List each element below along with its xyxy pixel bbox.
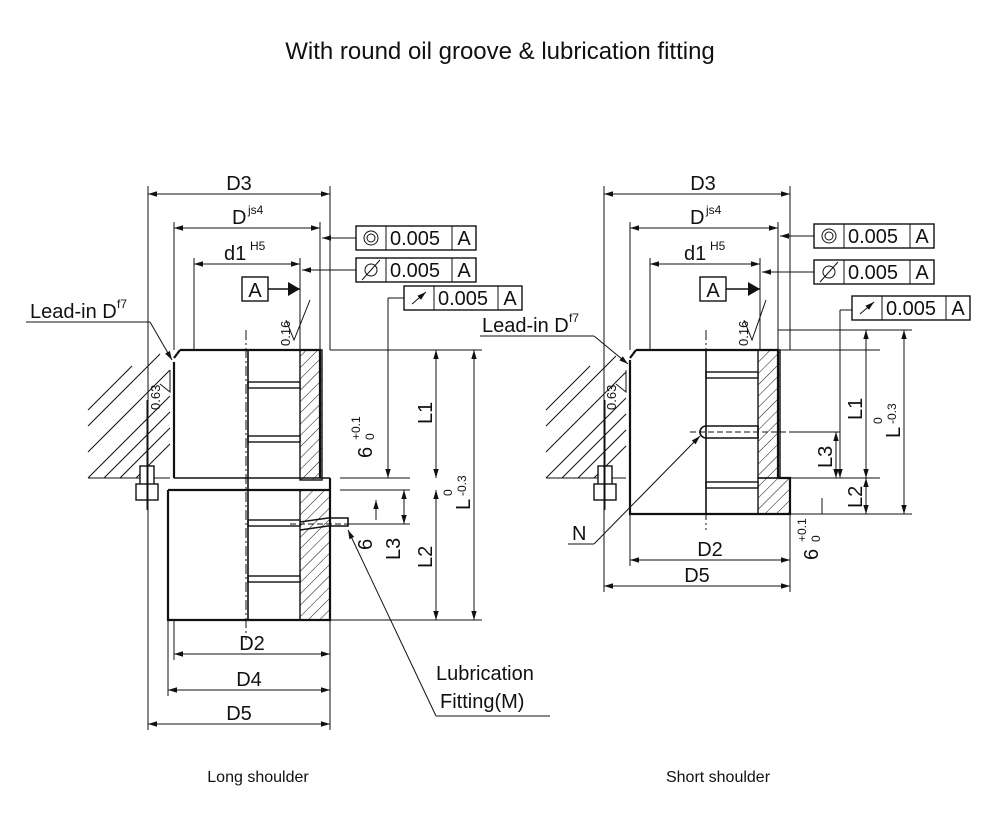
fcf-datum: A	[503, 288, 517, 310]
dim-L3-left: L3	[383, 538, 405, 560]
dim-L1-left: L1	[415, 402, 437, 424]
left-labels: D3 D js4 d1 H5 A Lead-in D f7 0.16 0.63 …	[30, 173, 534, 786]
dim-D2-right: D2	[697, 539, 723, 561]
dim-N: N	[572, 523, 586, 545]
fcf-datum: A	[915, 262, 929, 284]
dim-d1-right: d1	[684, 243, 706, 265]
caption-short-shoulder: Short shoulder	[666, 769, 771, 786]
fcf-runout-right: 0.005 A	[851, 295, 971, 321]
housing-hatch-right	[545, 355, 627, 479]
dim-D3-right: D3	[690, 173, 716, 195]
dim-6-tol-zero-right: 0	[809, 535, 823, 542]
dim-D-right: D	[690, 207, 704, 229]
dim-6-tol-plus-left: +0.1	[349, 416, 363, 440]
dim-D2-left: D2	[239, 633, 265, 655]
roughness-063-left: 0.63	[148, 385, 163, 410]
dim-6-right: 6	[801, 549, 823, 560]
leadin-sup-right: f7	[569, 311, 579, 325]
fcf-datum: A	[915, 226, 929, 248]
fcf-datum: A	[951, 298, 965, 320]
lubrication-line1: Lubrication	[436, 663, 534, 685]
fcf-concentricity-right: 0.005 A	[813, 223, 935, 249]
fcf-value: 0.005	[438, 288, 488, 310]
dim-d1-left: d1	[224, 243, 246, 265]
dim-L2-right: L2	[845, 486, 867, 508]
datum-A-left: A	[248, 280, 262, 302]
dim-L-left: L	[453, 499, 475, 510]
dim-D4-left: D4	[236, 669, 262, 691]
dim-D5-right: D5	[684, 565, 710, 587]
fcf-value: 0.005	[886, 298, 936, 320]
dim-H5-right: H5	[710, 239, 726, 253]
dim-L2-left: L2	[415, 546, 437, 568]
page-title: With round oil groove & lubrication fitt…	[285, 38, 715, 65]
dim-6-tol-zero-left: 0	[363, 433, 377, 440]
datum-A-right: A	[706, 280, 720, 302]
fcf-value: 0.005	[390, 228, 440, 250]
dim-6-lower-left: 6	[355, 539, 377, 550]
leadin-right: Lead-in D	[482, 315, 569, 337]
fcf-datum: A	[457, 260, 471, 282]
dim-D-left: D	[232, 207, 246, 229]
leadin-sup-left: f7	[117, 297, 127, 311]
short-shoulder-view	[480, 186, 912, 592]
dim-D3-left: D3	[226, 173, 252, 195]
dim-L-tol-zero-left: 0	[441, 489, 455, 496]
dim-6-tol-plus-right: +0.1	[795, 518, 809, 542]
caption-long-shoulder: Long shoulder	[207, 769, 309, 786]
dim-L-tol-neg-right: -0.3	[885, 403, 899, 424]
housing-hatch-left	[87, 353, 171, 479]
fcf-value: 0.005	[848, 262, 898, 284]
dim-L1-right: L1	[845, 398, 867, 420]
fcf-value: 0.005	[848, 226, 898, 248]
roughness-063-right: 0.63	[604, 385, 619, 410]
roughness-016-left: 0.16	[278, 321, 293, 346]
lubrication-line2: Fitting(M)	[440, 691, 524, 713]
fcf-concentricity-left: 0.005 A	[355, 225, 477, 251]
fcf-datum: A	[457, 228, 471, 250]
dim-L-right: L	[883, 427, 905, 438]
fcf-value: 0.005	[390, 260, 440, 282]
fcf-cylindricity-right: 0.005 A	[813, 259, 935, 285]
dim-H5-left: H5	[250, 239, 266, 253]
dim-D5-left: D5	[226, 703, 252, 725]
long-shoulder-view	[26, 186, 550, 730]
dim-js4-right: js4	[705, 203, 722, 217]
right-labels: D3 D js4 d1 H5 A Lead-in D f7 0.16 0.63 …	[482, 173, 905, 786]
fcf-cylindricity-left: 0.005 A	[355, 257, 477, 283]
fcf-runout-left: 0.005 A	[403, 285, 523, 311]
dim-L3-right: L3	[815, 446, 837, 468]
dim-L-tol-zero-right: 0	[871, 417, 885, 424]
dim-js4-left: js4	[247, 203, 264, 217]
roughness-016-right: 0.16	[736, 321, 751, 346]
leadin-left: Lead-in D	[30, 301, 117, 323]
dim-6-upper-left: 6	[355, 447, 377, 458]
dim-L-tol-neg-left: -0.3	[455, 475, 469, 496]
